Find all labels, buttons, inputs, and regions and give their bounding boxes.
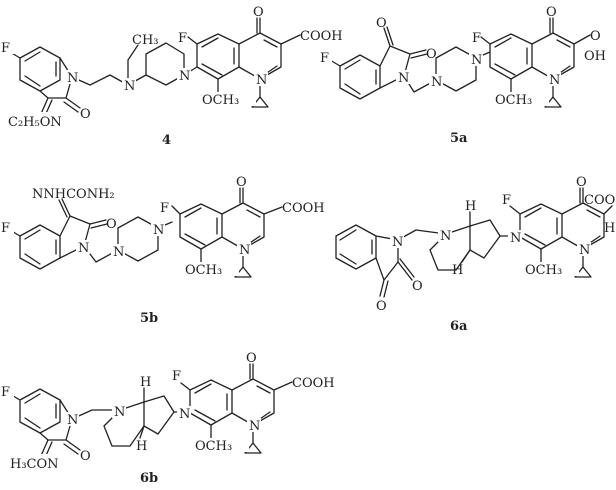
compound-label-6a: 6a xyxy=(450,319,468,334)
atom-N-piperazine-bottom: N xyxy=(113,245,124,260)
compound-label-5a: 5a xyxy=(450,131,468,146)
atom-F-ring: F xyxy=(178,31,187,46)
atom-N-quinolone: N xyxy=(579,243,590,258)
methyl-group: CH₃ xyxy=(132,33,159,48)
methoxy-group: OCH₃ xyxy=(202,93,239,108)
atom-H-top: H xyxy=(140,375,151,390)
compound-4: F N O C₂H₅ON N CH₃ N F O COOH OCH₃ N 4 xyxy=(0,5,343,148)
atom-O-keto: O xyxy=(253,5,264,20)
compound-5b: NNHCONH₂ F O COOH F O N N N OCH₃ N 5b xyxy=(0,175,325,326)
atom-N-bicyclic: N xyxy=(114,405,125,420)
methoxy-group: OCH₃ xyxy=(495,93,532,108)
atom-O-1: O xyxy=(412,279,423,294)
carboxyl-group: COOH xyxy=(282,201,325,216)
carboxyl-group: COOH xyxy=(300,29,343,44)
atom-H-bottom: H xyxy=(452,263,463,278)
atom-N-isatin: N xyxy=(78,241,89,256)
atom-O-keto: O xyxy=(236,175,247,190)
carboxyl-group: COOH xyxy=(292,376,335,391)
atom-H-bottom: H xyxy=(136,439,147,454)
methoxy-group: OCH₃ xyxy=(525,263,562,278)
atom-O-amide: O xyxy=(80,107,91,122)
atom-N-piperidine: N xyxy=(179,69,190,84)
atom-N-isatin: N xyxy=(392,235,403,250)
atom-N-piperazine-top: N xyxy=(471,53,482,68)
compound-label-6b: 6b xyxy=(140,471,158,486)
atom-O-keto: O xyxy=(576,175,587,190)
hydrazone-group: NNHCONH₂ xyxy=(32,187,115,202)
atom-O-side: O xyxy=(426,47,437,62)
carboxyl-OH: OH xyxy=(584,49,606,64)
oxime-group: H₃CON xyxy=(10,457,59,472)
atom-N-quinolone: N xyxy=(249,419,260,434)
compound-label-5b: 5b xyxy=(140,311,158,326)
atom-F-ring: F xyxy=(160,201,169,216)
atom-F-isatin: F xyxy=(1,221,10,236)
atom-N-isatin: N xyxy=(67,413,78,428)
compound-5a: O O F N N N F O O OH OCH₃ N 5a xyxy=(318,5,606,146)
atom-O-isatin: O xyxy=(106,217,117,232)
atom-H-top: H xyxy=(465,199,476,214)
atom-F-ring: F xyxy=(472,31,481,46)
methoxy-group: OCH₃ xyxy=(195,439,232,454)
atom-N-pyrrolidine: N xyxy=(510,231,521,246)
atom-N-indole: N xyxy=(67,71,78,86)
atom-F-ring: F xyxy=(172,369,181,384)
atom-O-amide: O xyxy=(80,449,91,464)
atom-N-bicyclic: N xyxy=(440,229,451,244)
methoxy-group: OCH₃ xyxy=(185,263,222,278)
atom-N-isatin: N xyxy=(398,71,409,86)
atom-N-piperazine-bottom: N xyxy=(431,75,442,90)
atom-N-piperazine-top: N xyxy=(153,223,164,238)
atom-N-pyrrolidine: N xyxy=(179,407,190,422)
atom-O-keto: O xyxy=(546,5,557,20)
atom-F: F xyxy=(1,41,10,56)
carboxyl-O: O xyxy=(590,29,601,44)
atom-H-acid: H xyxy=(604,221,615,236)
atom-N-quinolone: N xyxy=(239,243,250,258)
oxime-group: C₂H₅ON xyxy=(8,115,62,130)
atom-O-2: O xyxy=(376,299,387,314)
compound-6b: F N O H₃CON N H H N F O COOH OCH₃ N 6b xyxy=(0,351,335,486)
atom-N-quinolone: N xyxy=(549,73,560,88)
atom-O-keto: O xyxy=(246,351,257,366)
carboxyl-group: COO xyxy=(584,193,615,208)
atom-F-isatin: F xyxy=(1,385,10,400)
atom-N-amine: N xyxy=(124,79,135,94)
compound-6a: N O O N H H N F O COO H OCH₃ N 6a xyxy=(335,175,615,334)
compound-label-4: 4 xyxy=(162,133,171,148)
atom-O-top: O xyxy=(376,16,387,31)
atom-F-isatin: F xyxy=(320,51,329,66)
atom-F-ring: F xyxy=(502,193,511,208)
atom-N-quinolone: N xyxy=(256,73,267,88)
